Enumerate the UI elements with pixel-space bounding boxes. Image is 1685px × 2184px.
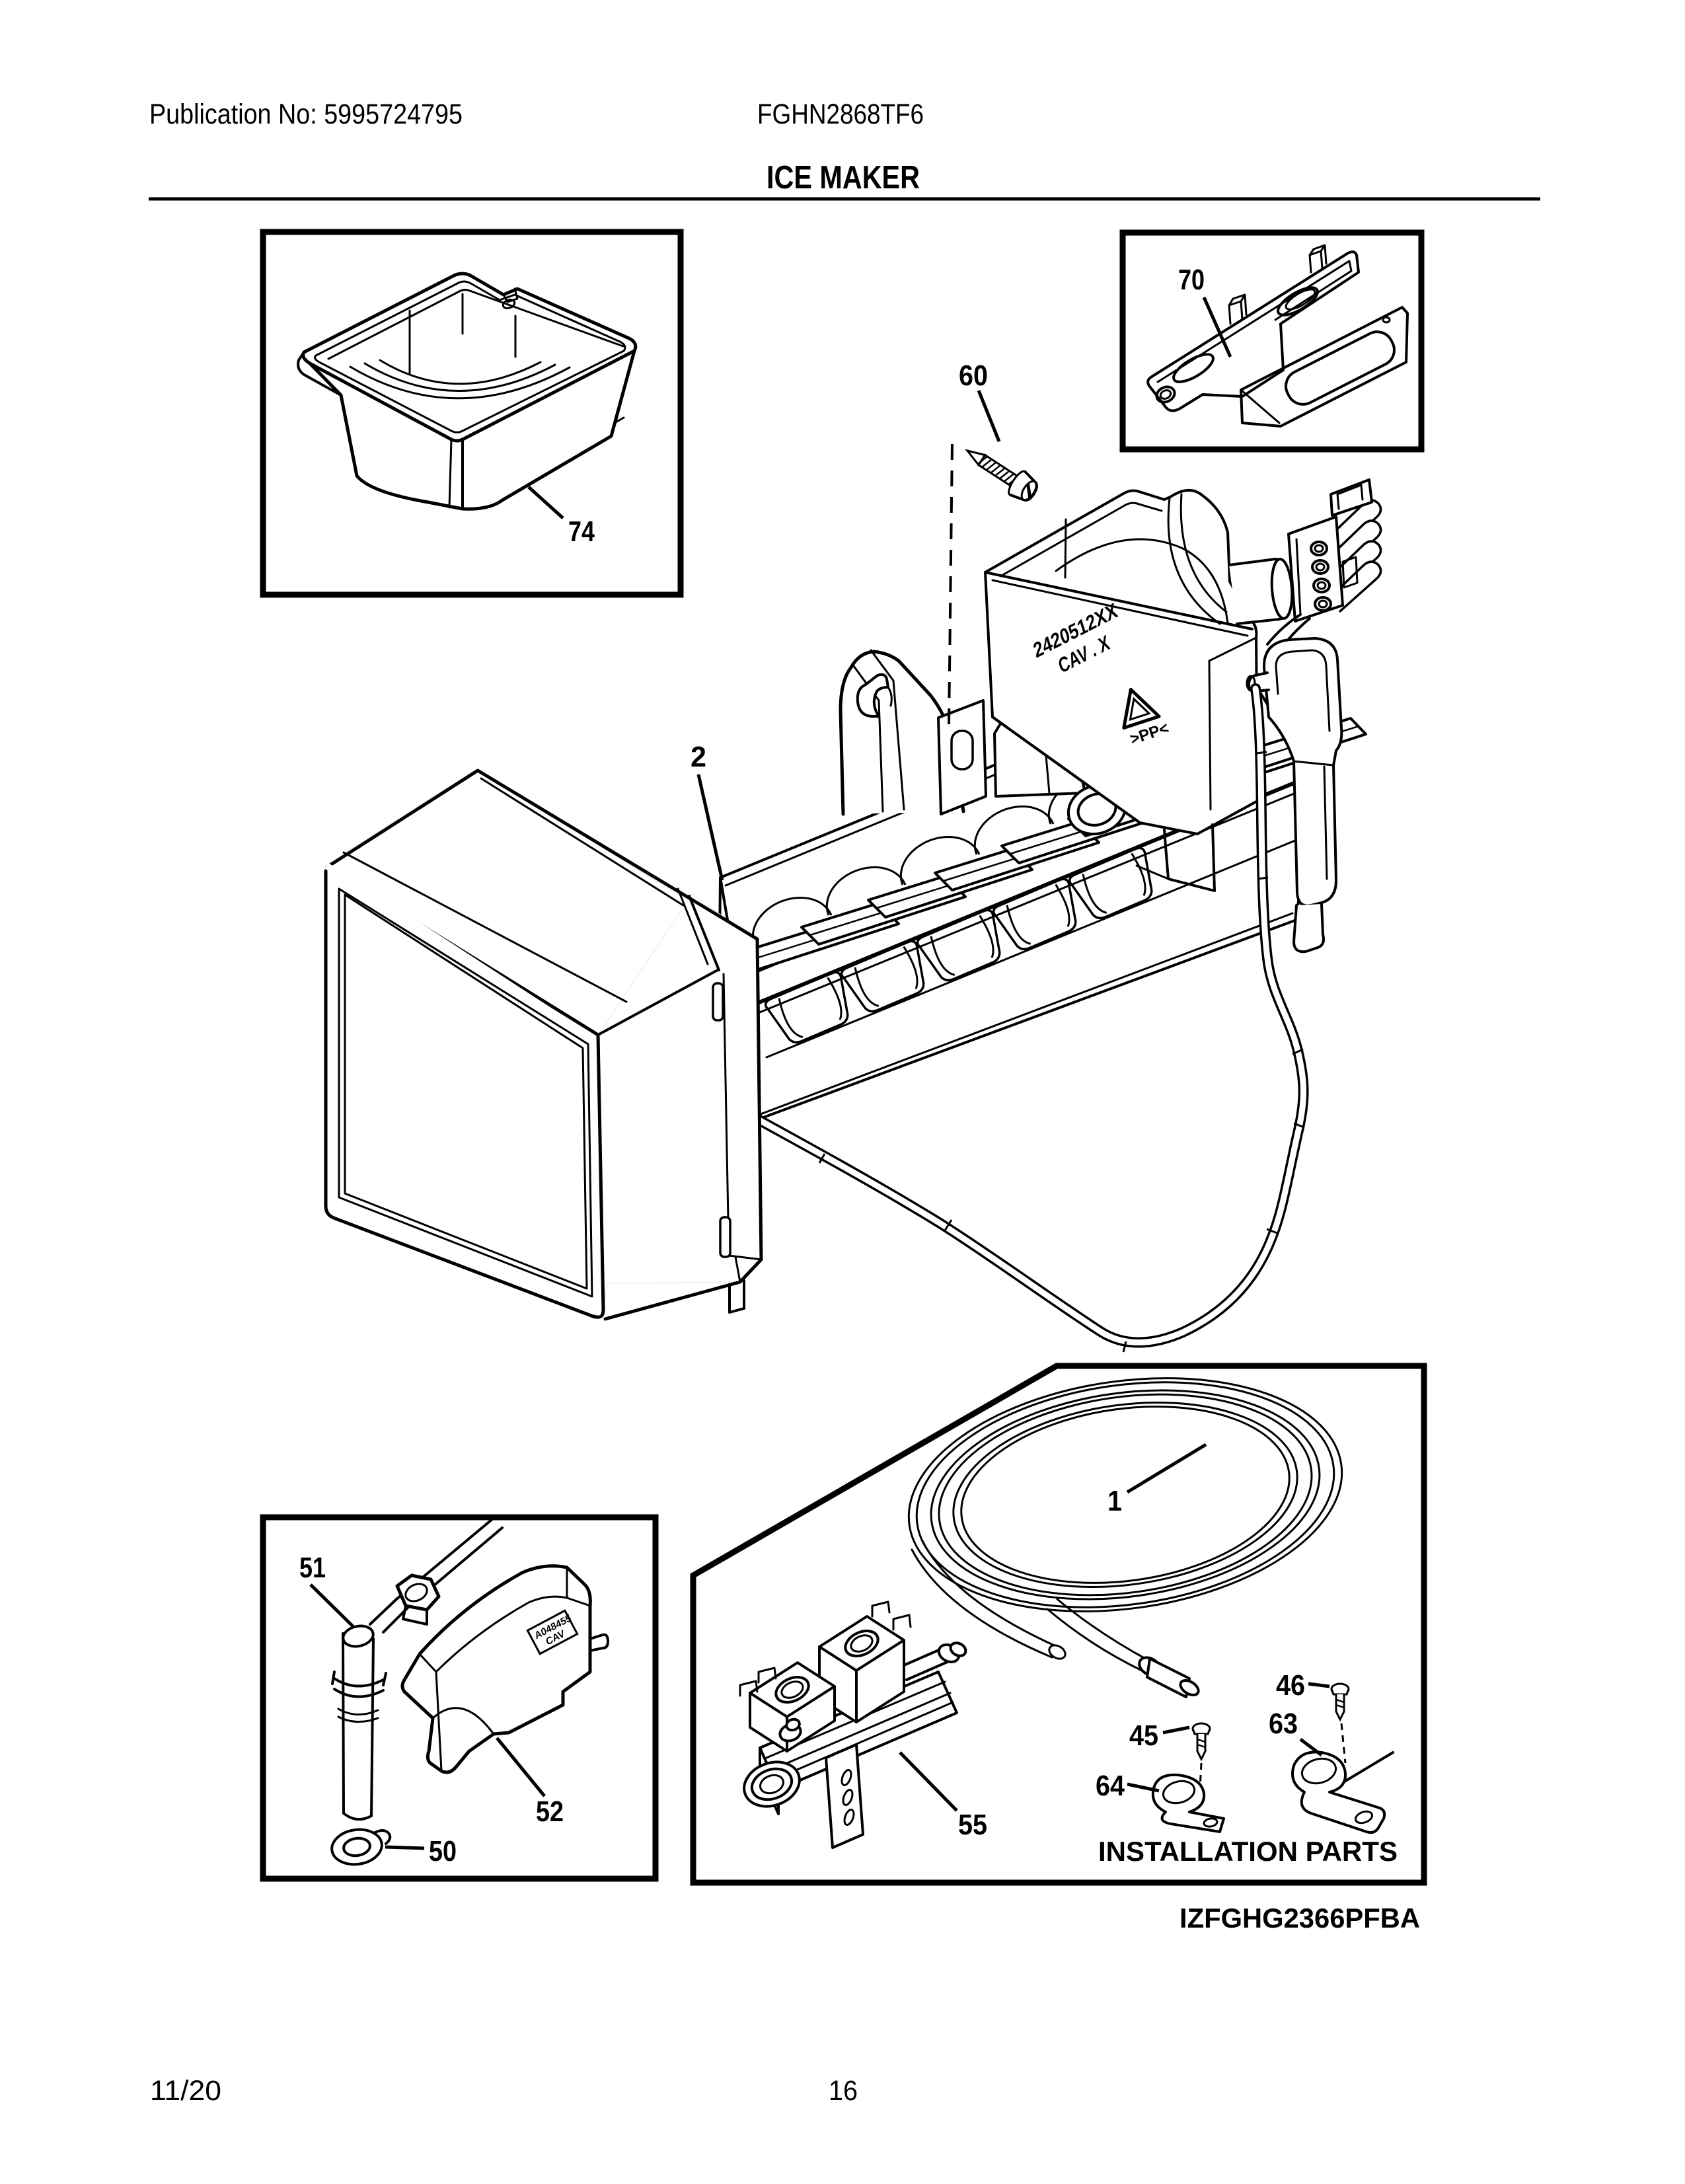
svg-text:51: 51 bbox=[299, 1552, 326, 1584]
svg-text:16: 16 bbox=[829, 2075, 858, 2107]
svg-text:55: 55 bbox=[958, 1809, 987, 1841]
svg-text:Publication No: 5995724795: Publication No: 5995724795 bbox=[149, 98, 463, 130]
svg-text:60: 60 bbox=[959, 359, 988, 392]
svg-text:50: 50 bbox=[429, 1835, 457, 1867]
svg-text:63: 63 bbox=[1269, 1708, 1298, 1740]
svg-text:74: 74 bbox=[568, 515, 595, 548]
svg-text:ICE MAKER: ICE MAKER bbox=[767, 160, 920, 196]
svg-text:11/20: 11/20 bbox=[150, 2075, 221, 2107]
svg-text:1: 1 bbox=[1107, 1485, 1122, 1517]
svg-text:64: 64 bbox=[1096, 1770, 1125, 1802]
svg-text:2: 2 bbox=[691, 741, 706, 773]
svg-text:52: 52 bbox=[536, 1795, 564, 1828]
svg-text:45: 45 bbox=[1129, 1719, 1158, 1752]
svg-text:46: 46 bbox=[1276, 1669, 1305, 1702]
svg-text:FGHN2868TF6: FGHN2868TF6 bbox=[757, 98, 924, 130]
svg-text:INSTALLATION PARTS: INSTALLATION PARTS bbox=[1098, 1836, 1398, 1867]
svg-text:IZFGHG2366PFBA: IZFGHG2366PFBA bbox=[1180, 1902, 1420, 1934]
svg-text:70: 70 bbox=[1178, 264, 1205, 296]
